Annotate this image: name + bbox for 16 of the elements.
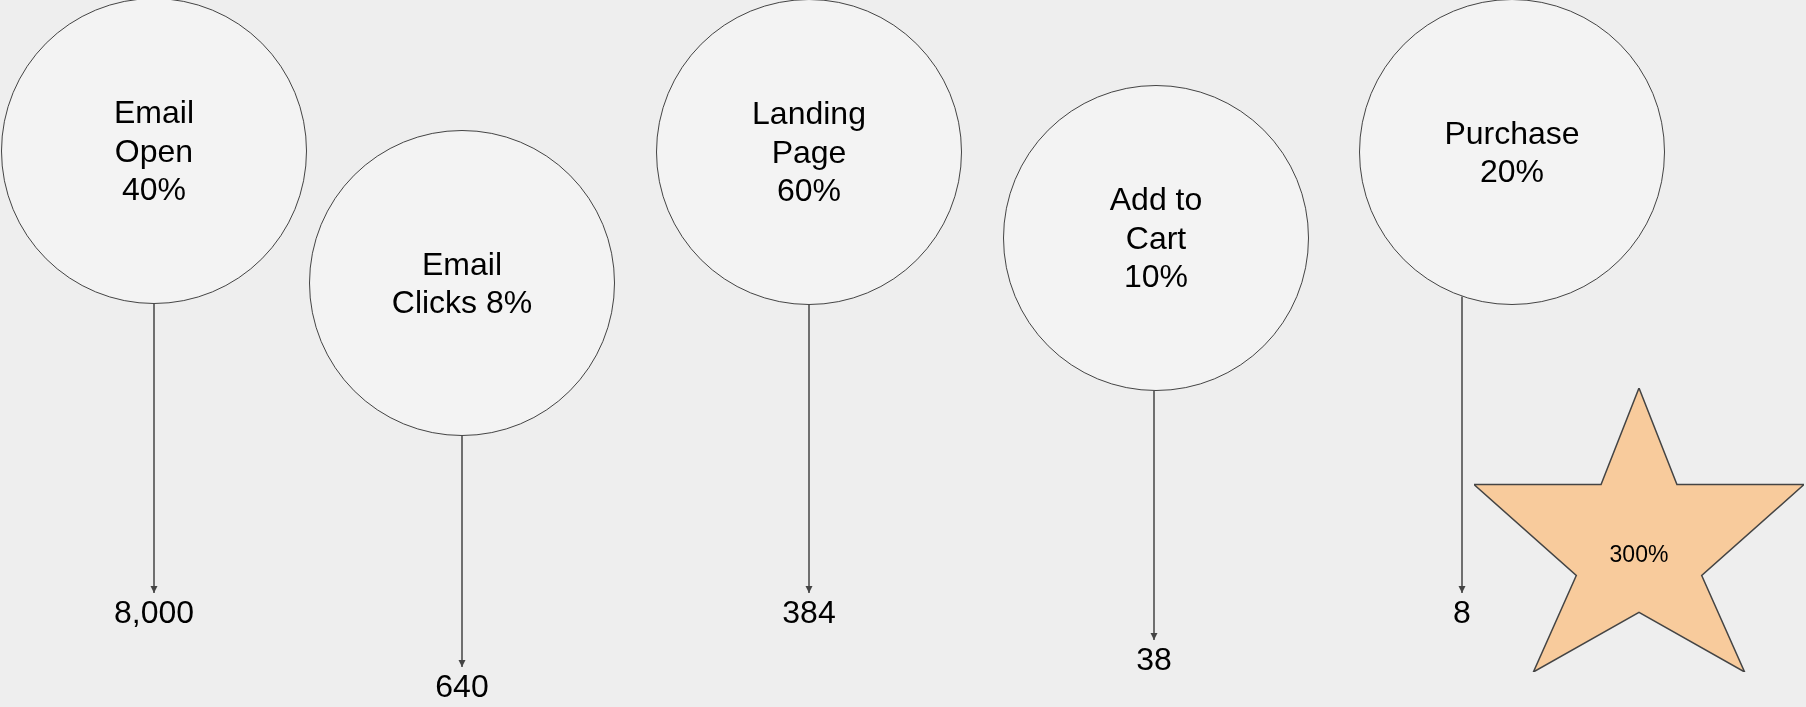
stage-circle: Email Open 40% <box>1 0 307 304</box>
stage-circle: Purchase 20% <box>1359 0 1665 305</box>
percent-label: 300% <box>1609 540 1669 568</box>
stage-circle: Landing Page 60% <box>656 0 962 305</box>
count-label: 8,000 <box>113 593 195 632</box>
arrow <box>1458 295 1466 594</box>
arrow <box>805 304 813 594</box>
count-label: 384 <box>782 593 836 632</box>
stage-circle: Email Clicks 8% <box>309 130 615 436</box>
arrow <box>1150 390 1158 641</box>
count-label: 640 <box>435 667 489 706</box>
arrow <box>150 303 158 594</box>
count-label: 38 <box>1136 640 1172 679</box>
stage-circle: Add to Cart 10% <box>1003 85 1309 391</box>
count-label: 8 <box>1453 593 1471 632</box>
arrow <box>458 435 466 668</box>
